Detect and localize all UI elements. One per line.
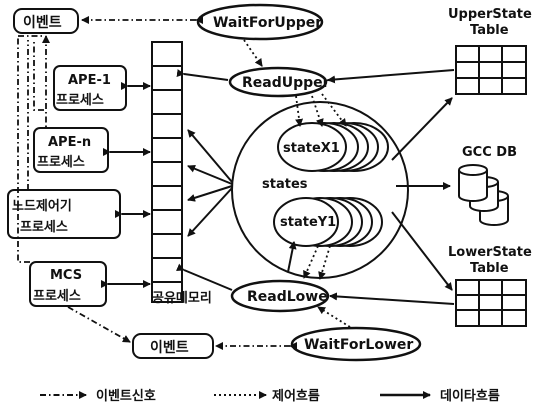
legend-control-flow-label: 제어흐름 <box>272 388 320 404</box>
data-flow-arrows <box>101 69 455 305</box>
legend: 이벤트신호 제어흐름 데이타흐름 <box>40 388 500 404</box>
wait-for-upper-label: WaitForUpper <box>213 15 322 31</box>
control-flow-arrows <box>243 39 351 328</box>
upper-table-title: UpperState <box>448 7 532 22</box>
shared-memory-label: 공유메모리 <box>152 290 212 306</box>
state-y1-label: stateY1 <box>280 215 336 230</box>
read-upper-label: ReadUpper <box>242 75 330 91</box>
event-top-label: 이벤트 <box>23 14 62 31</box>
read-lower-node <box>230 279 330 313</box>
event-signal-arrows <box>17 16 297 350</box>
lower-state-table-grid <box>455 279 527 327</box>
read-upper-node <box>228 66 328 98</box>
ape1-process: APE-1 프로세스 <box>53 65 127 111</box>
gcc-db-label: GCC DB <box>462 145 517 160</box>
lower-table-title-2: Table <box>470 261 509 276</box>
state-x1-stack <box>277 122 389 172</box>
state-y1-stack <box>273 197 383 247</box>
mcs-sub: 프로세스 <box>33 289 81 304</box>
state-x1-label: stateX1 <box>283 141 340 156</box>
gcc-db-cylinders <box>458 164 509 226</box>
node-controller-name: 노드제어기 <box>12 198 72 214</box>
legend-event-signal: 이벤트신호 <box>40 388 156 404</box>
ape1-sub: 프로세스 <box>56 93 104 108</box>
legend-data-flow: 데이타흐름 <box>380 388 500 404</box>
apen-sub: 프로세스 <box>37 155 85 170</box>
read-lower-label: ReadLowe <box>247 289 328 305</box>
event-top-box <box>13 8 79 34</box>
shared-memory-stack <box>151 41 183 303</box>
legend-data-flow-label: 데이타흐름 <box>440 388 500 404</box>
node-controller-sub: 프로세스 <box>20 220 68 235</box>
node-controller-process: 노드제어기 프로세스 <box>7 189 121 239</box>
wait-for-lower-label: WaitForLower <box>304 337 413 353</box>
apen-name: APE-n <box>48 135 91 150</box>
mcs-process: MCS 프로세스 <box>29 261 107 307</box>
event-bottom-box <box>132 333 214 359</box>
legend-control-flow: 제어흐름 <box>214 388 320 404</box>
ape1-name: APE-1 <box>68 73 111 88</box>
upper-state-table-grid <box>455 45 527 95</box>
lower-table-title: LowerState <box>448 245 532 260</box>
upper-table-title-2: Table <box>470 23 509 38</box>
mcs-name: MCS <box>50 268 82 283</box>
legend-event-signal-label: 이벤트신호 <box>96 388 156 404</box>
apen-process: APE-n 프로세스 <box>33 127 109 173</box>
event-bottom-label: 이벤트 <box>150 339 189 356</box>
states-label: states <box>262 177 308 192</box>
